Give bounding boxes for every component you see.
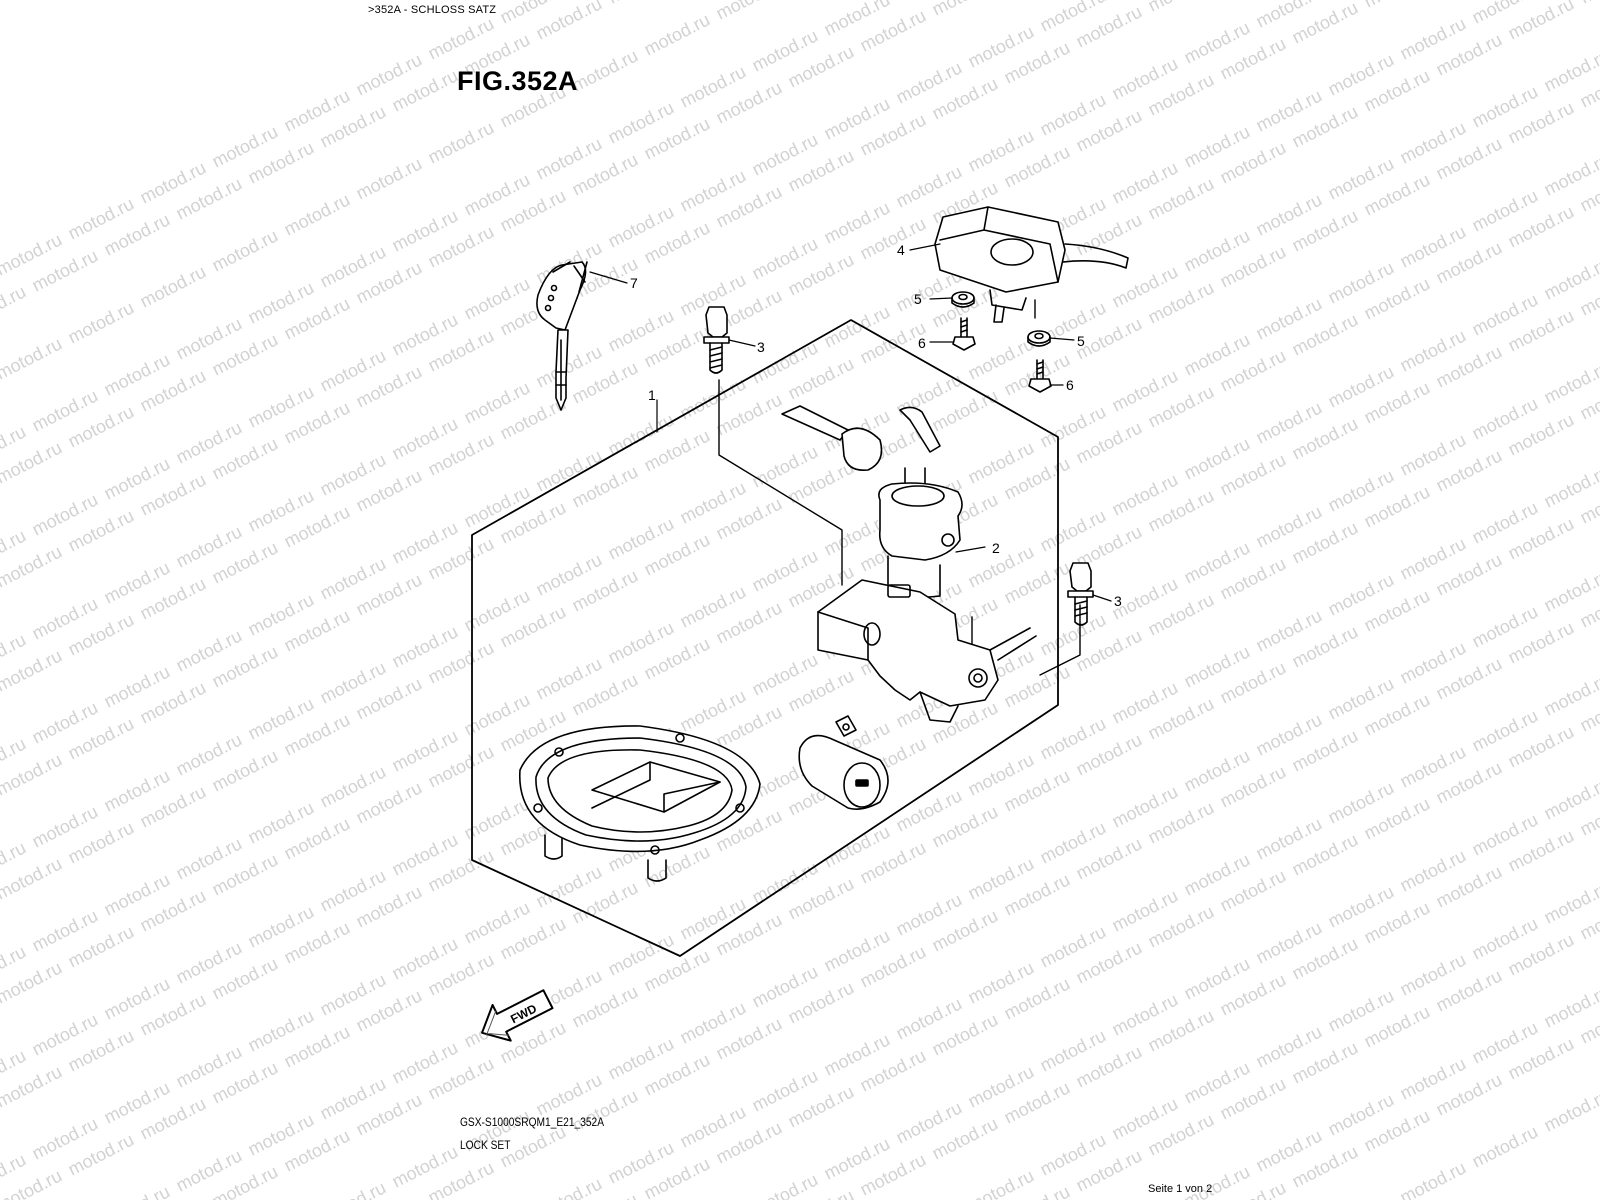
lock-cylinder-part: [798, 715, 889, 810]
bolt-right-part: [1067, 562, 1094, 626]
ignition-switch-part: [781, 405, 1037, 723]
callout-6-lower: 6: [1066, 377, 1074, 393]
page-number: Seite 1 von 2: [1148, 1183, 1213, 1195]
callout-5-upper: 5: [914, 291, 922, 307]
callout-2: 2: [992, 540, 1000, 556]
fuel-cap-ring-part: [519, 725, 761, 882]
callout-4: 4: [897, 242, 905, 258]
callout-3-right: 3: [1114, 593, 1122, 609]
screw-upper-part: [952, 317, 976, 351]
callout-6-upper: 6: [918, 335, 926, 351]
screw-lower-part: [1028, 359, 1052, 393]
fwd-arrow: [481, 989, 554, 1042]
model-code: GSX-S1000SRQM1_E21_352A: [460, 1115, 605, 1129]
callout-7: 7: [630, 275, 638, 291]
bolt-upper-part: [703, 306, 730, 374]
callout-1: 1: [648, 387, 656, 403]
breadcrumb: >352A - SCHLOSS SATZ: [368, 4, 497, 16]
set-name: LOCK SET: [460, 1138, 511, 1152]
transponder-antenna-part: [934, 206, 1129, 323]
figure-title: FIG.352A: [457, 66, 579, 96]
washer-lower-part: [1027, 330, 1051, 347]
key-part: [536, 261, 588, 411]
leader-lines: [589, 243, 1112, 602]
callout-3-upper: 3: [757, 339, 765, 355]
callout-5-lower: 5: [1077, 333, 1085, 349]
lock-set-boundary: [471, 319, 1059, 957]
washer-upper-part: [951, 291, 975, 308]
